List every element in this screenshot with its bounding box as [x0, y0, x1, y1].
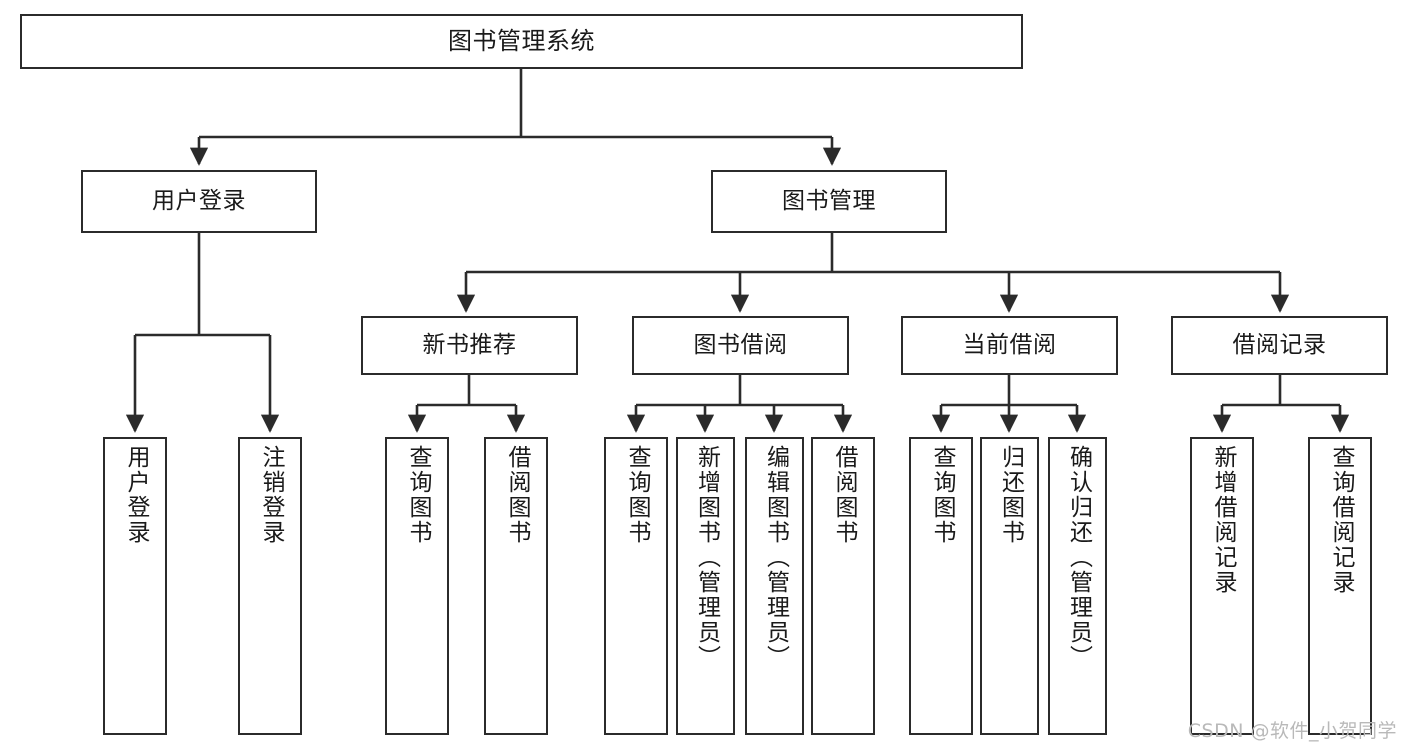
node-leaf-query-book-3-label: 查询图书: [928, 445, 955, 545]
node-leaf-add-book[interactable]: 新增图书（管理员）: [676, 437, 735, 735]
node-leaf-user-logout[interactable]: 注销登录: [238, 437, 302, 735]
node-leaf-borrow-book-1[interactable]: 借阅图书: [484, 437, 548, 735]
node-borrow-record-label: 借阅记录: [1232, 331, 1327, 358]
node-leaf-confirm-return-label: 确认归还（管理员）: [1065, 445, 1092, 670]
node-leaf-query-book-2[interactable]: 查询图书: [604, 437, 668, 735]
node-leaf-return-book-label: 归还图书: [997, 445, 1024, 545]
node-leaf-confirm-return[interactable]: 确认归还（管理员）: [1048, 437, 1107, 735]
node-leaf-query-record-label: 查询借阅记录: [1327, 445, 1354, 595]
node-book-borrow-label: 图书借阅: [693, 331, 788, 358]
node-current-borrow[interactable]: 当前借阅: [901, 316, 1118, 375]
watermark-text: CSDN @软件_小贺同学: [1187, 720, 1397, 742]
node-leaf-edit-book-label: 编辑图书（管理员）: [762, 445, 789, 670]
node-leaf-add-record-label: 新增借阅记录: [1209, 445, 1236, 595]
node-user-login-label: 用户登录: [152, 187, 246, 214]
node-new-book-rec-label: 新书推荐: [422, 331, 517, 358]
node-leaf-user-logout-label: 注销登录: [257, 445, 284, 545]
node-leaf-query-book-1[interactable]: 查询图书: [385, 437, 449, 735]
node-leaf-add-record[interactable]: 新增借阅记录: [1190, 437, 1254, 735]
node-borrow-record[interactable]: 借阅记录: [1171, 316, 1388, 375]
node-leaf-edit-book[interactable]: 编辑图书（管理员）: [745, 437, 804, 735]
node-leaf-query-book-2-label: 查询图书: [623, 445, 650, 545]
node-root-label: 图书管理系统: [448, 27, 595, 56]
node-root[interactable]: 图书管理系统: [20, 14, 1023, 69]
node-book-borrow[interactable]: 图书借阅: [632, 316, 849, 375]
node-leaf-user-login[interactable]: 用户登录: [103, 437, 167, 735]
node-leaf-query-book-3[interactable]: 查询图书: [909, 437, 973, 735]
node-leaf-query-record[interactable]: 查询借阅记录: [1308, 437, 1372, 735]
node-current-borrow-label: 当前借阅: [962, 331, 1057, 358]
node-book-manage[interactable]: 图书管理: [711, 170, 947, 233]
node-leaf-borrow-book-2[interactable]: 借阅图书: [811, 437, 875, 735]
node-leaf-user-login-label: 用户登录: [122, 445, 149, 545]
node-book-manage-label: 图书管理: [782, 187, 876, 214]
node-leaf-borrow-book-1-label: 借阅图书: [503, 445, 530, 545]
node-user-login[interactable]: 用户登录: [81, 170, 317, 233]
node-leaf-add-book-label: 新增图书（管理员）: [693, 445, 720, 670]
node-leaf-borrow-book-2-label: 借阅图书: [830, 445, 857, 545]
node-leaf-return-book[interactable]: 归还图书: [980, 437, 1039, 735]
node-leaf-query-book-1-label: 查询图书: [404, 445, 431, 545]
node-new-book-rec[interactable]: 新书推荐: [361, 316, 578, 375]
